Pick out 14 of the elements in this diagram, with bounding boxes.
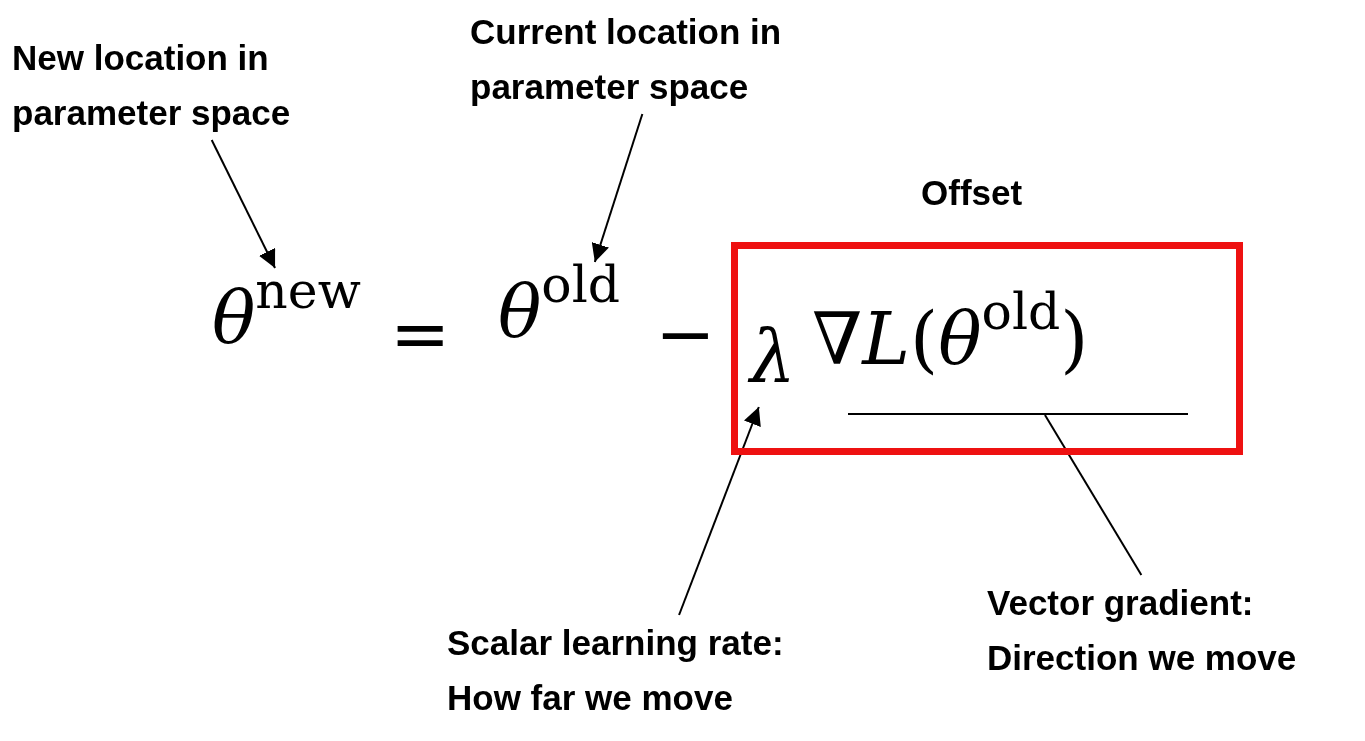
operator-symbol: =	[390, 291, 451, 378]
formula-term: θ$^{new}$	[212, 268, 390, 373]
callout-text: Scalar learning rate: How far we move	[447, 615, 867, 730]
operator-symbol: −	[655, 291, 716, 378]
callout-text: Current location in parameter space	[470, 4, 850, 114]
arrow	[591, 113, 644, 263]
box-heading: Offset	[921, 172, 1023, 214]
callout-text: New location in parameter space	[12, 30, 357, 140]
arrow	[678, 406, 761, 616]
callout-text: Vector gradient: Direction we move	[987, 575, 1365, 690]
formula-term: θ$^{old}$	[498, 262, 658, 367]
arrow	[210, 139, 277, 269]
leader-line	[1043, 414, 1143, 576]
formula-term: ∇L(θ$^{old}$)	[812, 289, 1202, 415]
